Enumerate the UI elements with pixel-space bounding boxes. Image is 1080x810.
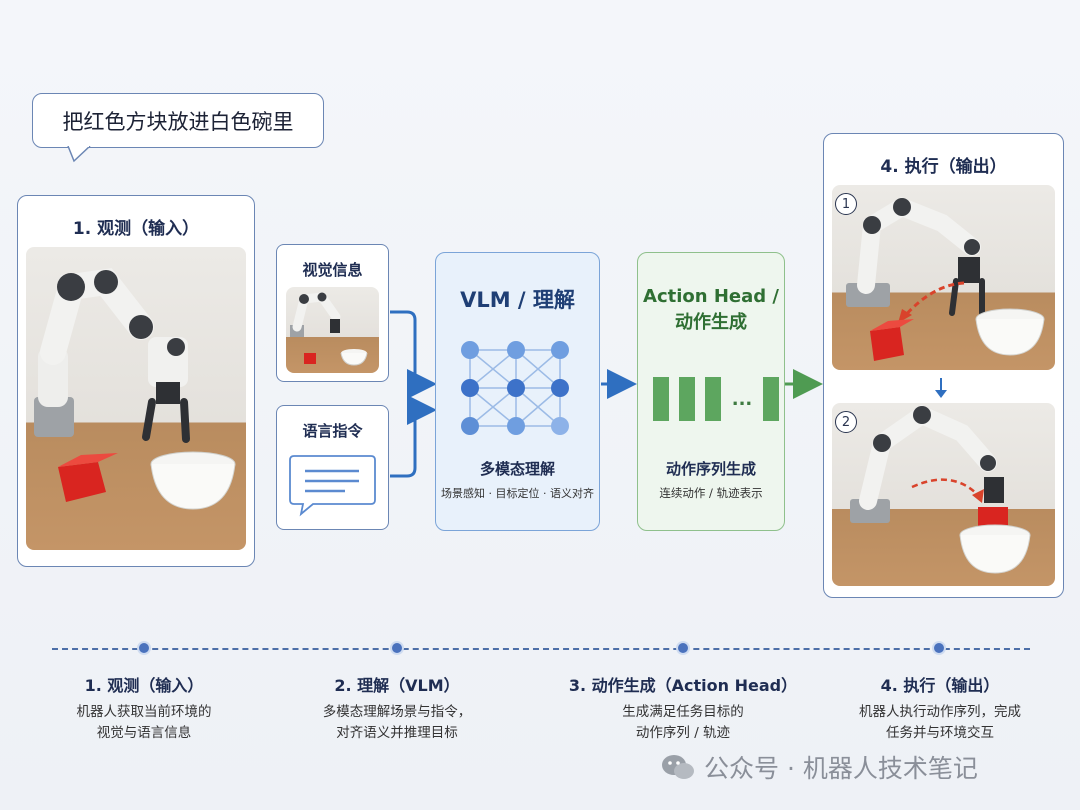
robot-photo-step1 [832,185,1055,370]
timeline-step-desc-line1: 多模态理解场景与指令， [322,704,472,720]
timeline-step-3: 3. 动作生成（Action Head） 生成满足任务目标的 动作序列 / 轨迹 [563,672,803,744]
action-head-box: Action Head / 动作生成 ... 动作序列生成 连续动作 / 轨迹表… [637,252,785,531]
visual-info-title: 视觉信息 [302,261,363,279]
visual-info-thumbnail [286,287,379,373]
action-sequence-icon: ... [653,377,779,421]
timeline-dot-4 [932,641,946,655]
timeline-step-1: 1. 观测（输入） 机器人获取当前环境的 视觉与语言信息 [44,672,244,744]
down-arrow-icon [935,378,947,398]
action-head-subtitle: 动作序列生成 [665,460,756,478]
timeline-step-desc-line1: 机器人执行动作序列，完成 [859,704,1021,720]
flow-arrows [390,310,823,478]
timeline-step-title: 2. 理解（VLM） [334,676,460,695]
vlm-detail: 场景感知 · 目标定位 · 语义对齐 [441,487,594,500]
action-bar [679,377,695,421]
timeline-step-title: 1. 观测（输入） [84,676,204,695]
timeline-step-4: 4. 执行（输出） 机器人执行动作序列，完成 任务并与环境交互 [830,672,1050,744]
step-1-badge: 1 [835,193,857,215]
wechat-icon [662,755,694,779]
timeline-step-desc-line2: 视觉与语言信息 [96,725,192,741]
execute-panel-title: 4. 执行（输出） [880,157,1007,177]
language-cmd-title: 语言指令 [302,422,363,440]
vlm-box: VLM / 理解 多模态理解 场景感知 · 目标定位 · 语义对齐 [435,252,600,531]
robot-step2-scene [850,404,1031,574]
vlm-subtitle: 多模态理解 [479,460,555,478]
robot-photo-input [26,247,246,550]
timeline-dot-3 [676,641,690,655]
instruction-bubble: 把红色方块放进白色碗里 [32,93,324,148]
action-head-detail: 连续动作 / 轨迹表示 [659,486,763,500]
action-bar [705,377,721,421]
timeline-step-desc-line1: 机器人获取当前环境的 [76,704,212,720]
neural-network-icon [461,341,569,435]
timeline-step-desc-line2: 对齐语义并推理目标 [336,725,458,741]
vlm-title: VLM / 理解 [460,288,575,312]
step-2-badge: 2 [835,411,857,433]
robot-step1-scene [846,196,1045,361]
action-head-title-1: Action Head / [643,286,779,307]
timeline-step-desc-line1: 生成满足任务目标的 [622,704,744,720]
timeline-step-2: 2. 理解（VLM） 多模态理解场景与指令， 对齐语义并推理目标 [297,672,497,744]
timeline-step-desc-line2: 动作序列 / 轨迹 [635,725,731,741]
timeline-step-desc-line2: 任务并与环境交互 [886,725,994,741]
robot-photo-step2 [832,403,1055,586]
timeline-step-title: 3. 动作生成（Action Head） [568,676,798,695]
action-head-title-2: 动作生成 [675,312,747,333]
action-ellipsis: ... [731,388,753,410]
robot-arm-scene [34,268,236,510]
timeline-step-title: 4. 执行（输出） [880,676,1000,695]
timeline-line [52,648,1030,650]
action-bar [763,377,779,421]
observe-panel-title: 1. 观测（输入） [72,219,200,239]
robot-thumbnail-scene [290,292,368,366]
watermark: 公众号 · 机器人技术笔记 [660,749,978,785]
watermark-text: 公众号 · 机器人技术笔记 [704,754,978,783]
chat-bubble-icon [289,455,376,517]
action-bar [653,377,669,421]
timeline-dot-1 [137,641,151,655]
timeline-dot-2 [390,641,404,655]
bubble-tail [67,146,91,163]
